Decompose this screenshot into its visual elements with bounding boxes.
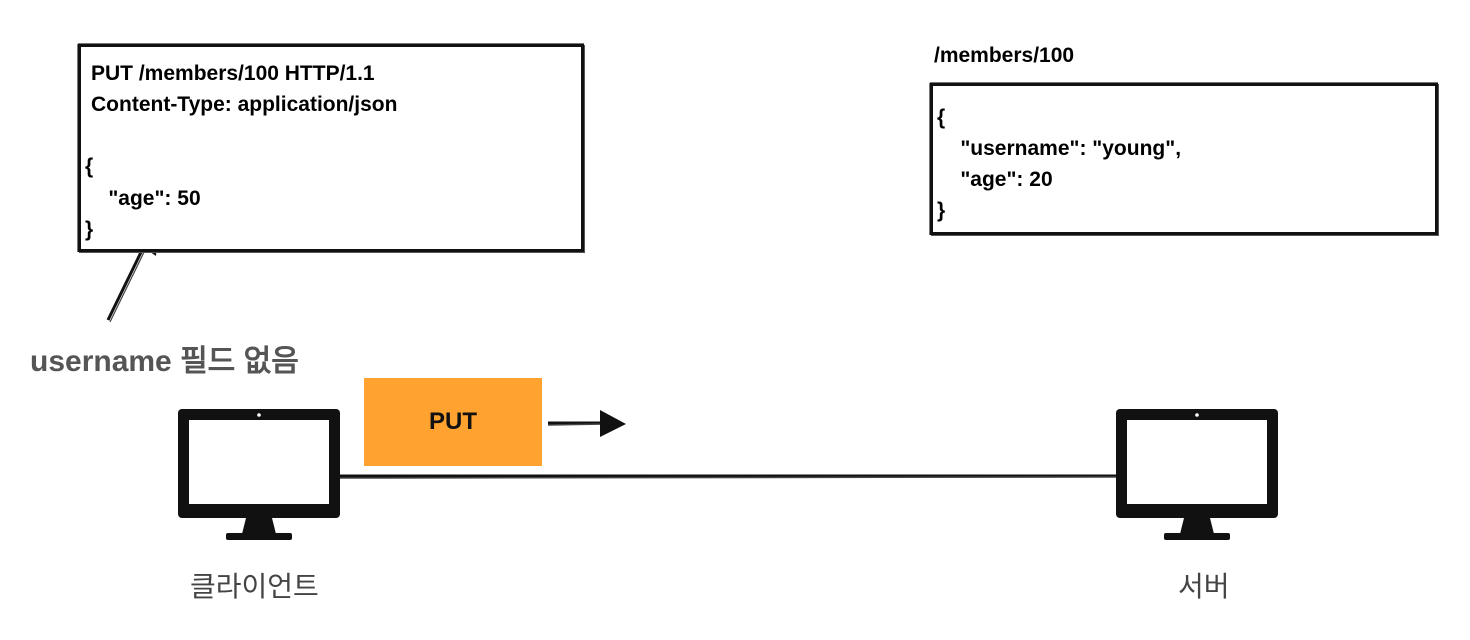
request-arrow xyxy=(547,410,626,437)
resource-body-close: } xyxy=(937,199,946,222)
client-monitor-icon xyxy=(178,409,340,540)
client-label: 클라이언트 xyxy=(190,571,319,602)
request-body-open: { xyxy=(85,155,94,178)
server-monitor-icon xyxy=(1116,409,1278,540)
request-header: Content-Type: application/json xyxy=(91,93,398,116)
resource-path-label: /members/100 xyxy=(934,44,1075,67)
request-body-close: } xyxy=(85,218,94,241)
resource-field-age: "age": 20 xyxy=(937,168,1053,191)
request-body-field: "age": 50 xyxy=(85,187,201,210)
resource-body-open: { xyxy=(937,106,946,129)
http-method-label: PUT xyxy=(429,408,477,435)
missing-field-annotation: username 필드 없음 xyxy=(30,345,299,378)
request-message-box: PUT /members/100 HTTP/1.1 Content-Type: … xyxy=(78,44,584,252)
connection-line xyxy=(339,474,1119,479)
server-label: 서버 xyxy=(1178,571,1230,602)
http-method-badge: PUT xyxy=(364,378,542,466)
resource-state-box: { "username": "young", "age": 20 } xyxy=(930,83,1438,235)
resource-field-username: "username": "young", xyxy=(937,137,1182,160)
request-line: PUT /members/100 HTTP/1.1 xyxy=(91,62,375,85)
